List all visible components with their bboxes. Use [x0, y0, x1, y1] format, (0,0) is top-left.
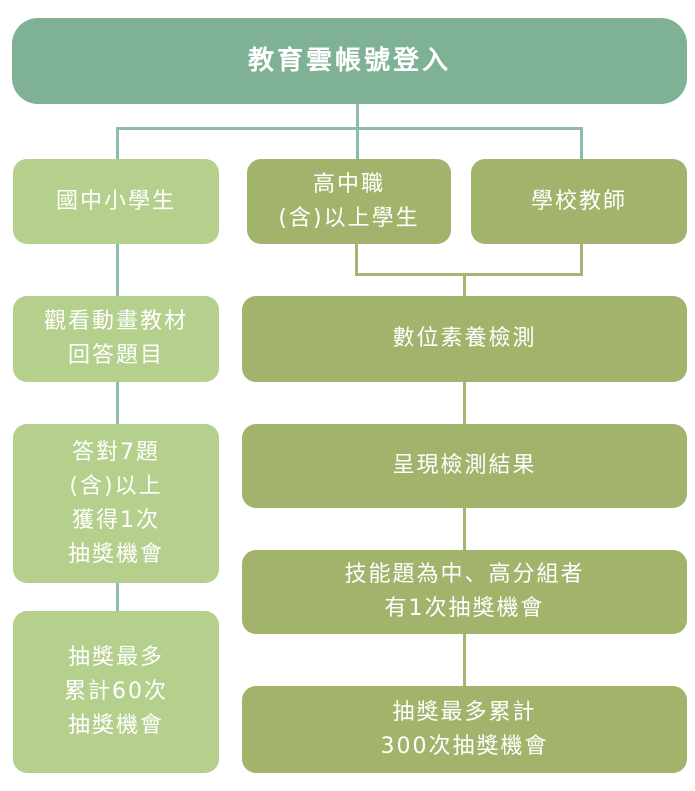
- connector-to-elementary: [116, 127, 119, 159]
- test-result-label: 呈現檢測結果: [392, 453, 537, 478]
- elementary-students-label: 國中小學生: [55, 188, 176, 214]
- correct-answers-box: 答對7題 (含)以上 獲得1次 抽獎機會: [13, 424, 219, 583]
- connector-correct-to-max: [116, 583, 119, 611]
- left-max-draws-line-2: 累計60次: [64, 679, 168, 704]
- watch-animation-box: 觀看動畫教材 回答題目: [13, 296, 219, 382]
- literacy-test-label: 數位素養檢測: [392, 326, 537, 351]
- watch-animation-line-1: 觀看動畫教材: [43, 309, 188, 334]
- title-text: 教育雲帳號登入: [247, 46, 451, 76]
- elementary-students-box: 國中小學生: [13, 159, 219, 244]
- high-score-line-2: 有1次抽獎機會: [384, 596, 545, 621]
- connector-merge-horizontal: [355, 273, 583, 276]
- connector-merge-to-test: [463, 273, 466, 296]
- correct-answers-line-2: (含)以上: [69, 473, 163, 499]
- connector-watch-to-correct: [116, 382, 119, 424]
- right-max-draws-line-2: 300次抽獎機會: [380, 733, 549, 759]
- correct-answers-line-1: 答對7題: [72, 439, 160, 465]
- connector-teacher-down: [580, 244, 583, 276]
- left-max-draws-line-1: 抽獎最多: [67, 645, 164, 670]
- connector-to-senior: [356, 127, 359, 159]
- high-score-box: 技能題為中、高分組者 有1次抽獎機會: [242, 550, 687, 634]
- right-max-draws-line-1: 抽獎最多累計: [392, 699, 537, 725]
- connector-senior-down: [355, 244, 358, 276]
- literacy-test-box: 數位素養檢測: [242, 296, 687, 382]
- connector-to-teacher: [580, 127, 583, 159]
- teacher-label: 學校教師: [530, 188, 627, 214]
- left-max-draws-line-3: 抽獎機會: [67, 713, 164, 738]
- connector-top-horizontal: [116, 127, 583, 130]
- senior-students-line-2: (含)以上學生: [278, 205, 420, 231]
- connector-test-to-result: [463, 382, 466, 424]
- teacher-box: 學校教師: [471, 159, 687, 244]
- correct-answers-line-4: 抽獎機會: [67, 541, 164, 567]
- connector-result-to-highscore: [463, 508, 466, 550]
- title-box: 教育雲帳號登入: [12, 18, 687, 104]
- watch-animation-line-2: 回答題目: [67, 343, 164, 368]
- connector-highscore-to-max: [463, 634, 466, 686]
- left-max-draws-box: 抽獎最多 累計60次 抽獎機會: [13, 611, 219, 773]
- right-max-draws-box: 抽獎最多累計 300次抽獎機會: [242, 686, 687, 773]
- senior-students-line-1: 高中職: [312, 171, 385, 197]
- test-result-box: 呈現檢測結果: [242, 424, 687, 508]
- connector-title-down: [356, 104, 359, 130]
- correct-answers-line-3: 獲得1次: [72, 507, 160, 533]
- senior-students-box: 高中職 (含)以上學生: [247, 159, 451, 244]
- connector-elementary-to-watch: [116, 244, 119, 296]
- high-score-line-1: 技能題為中、高分組者: [344, 562, 585, 587]
